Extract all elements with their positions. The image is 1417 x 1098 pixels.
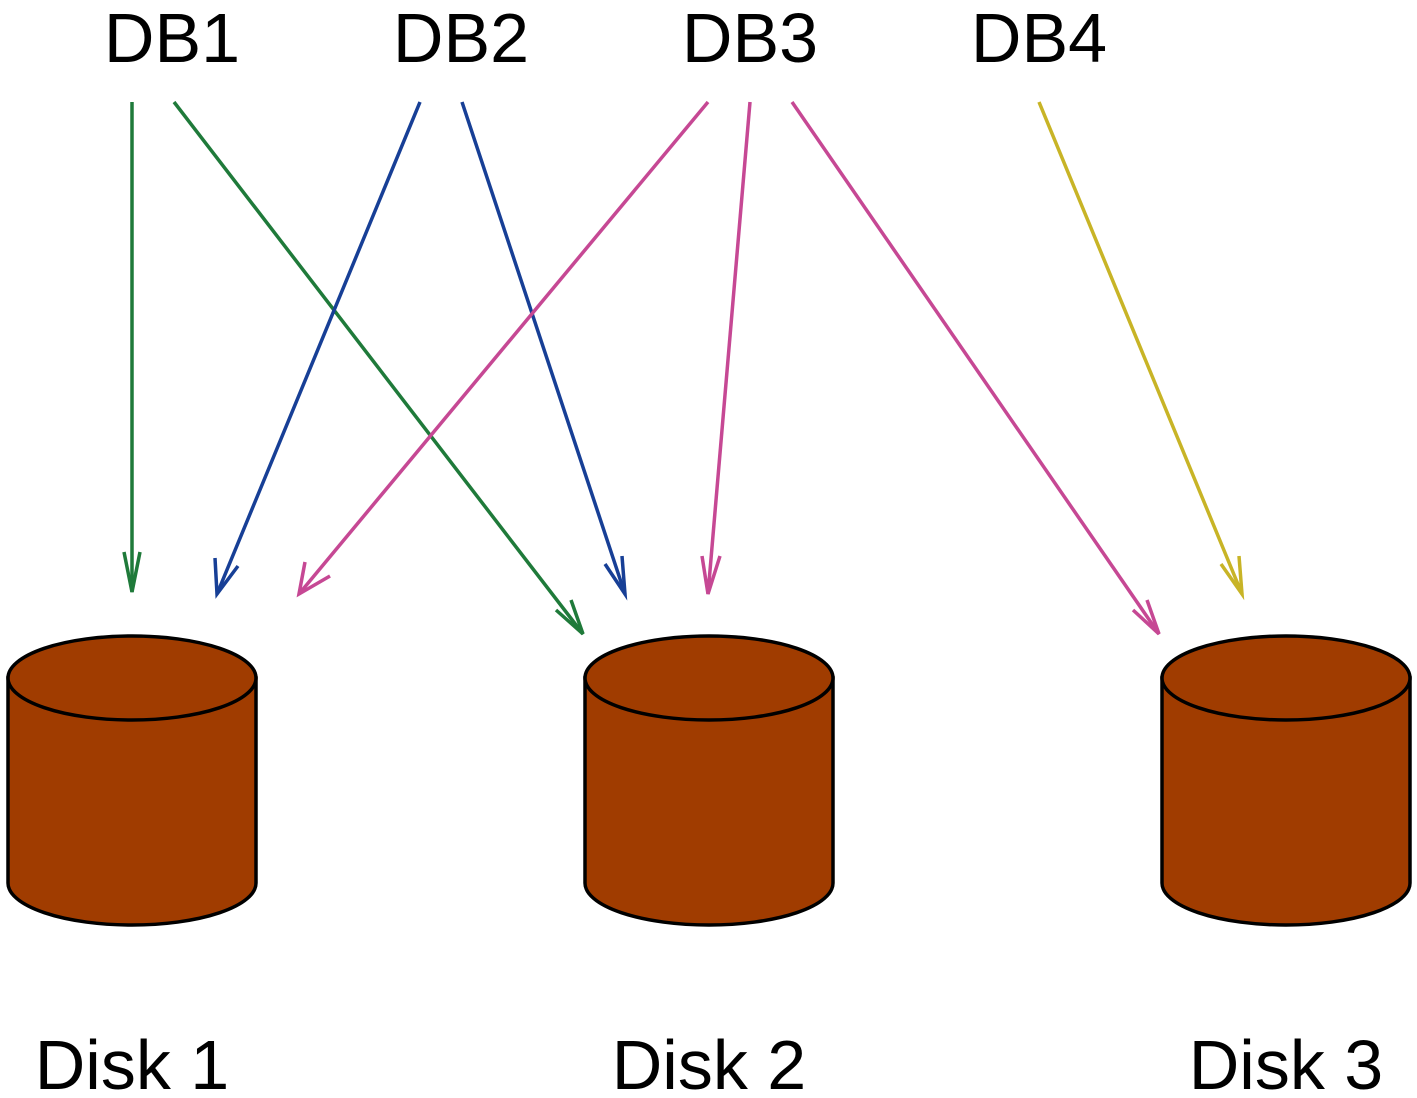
db3-to-disk1-arrow — [296, 100, 710, 598]
db2-label: DB2 — [393, 0, 529, 77]
disk1-cylinder-top — [6, 634, 258, 722]
db3-label: DB3 — [682, 0, 818, 77]
db1-to-disk1-arrow — [122, 102, 142, 593]
disk1-cylinder-body — [6, 676, 258, 927]
db2-to-disk1-arrow — [213, 101, 422, 599]
db4-to-disk3-arrow — [1037, 101, 1245, 601]
disk3-cylinder-body — [1160, 676, 1412, 927]
disk3-cylinder-top — [1160, 634, 1412, 722]
disk3-cylinder — [1160, 634, 1412, 927]
db2-to-disk2-arrow — [460, 101, 628, 601]
disk2-cylinder — [583, 634, 835, 927]
disk2-cylinder-top — [583, 634, 835, 722]
db1-to-disk2-arrow — [172, 100, 585, 636]
db3-to-disk2-arrow — [700, 101, 752, 595]
db3-to-disk3-arrow — [790, 101, 1161, 636]
disk2-label: Disk 2 — [612, 1026, 806, 1098]
disk3-label: Disk 3 — [1189, 1026, 1383, 1098]
disk1-label: Disk 1 — [35, 1026, 229, 1098]
disk2-cylinder-body — [583, 676, 835, 927]
db4-label: DB4 — [971, 0, 1107, 77]
db1-label: DB1 — [104, 0, 240, 77]
disk1-cylinder — [6, 634, 258, 927]
